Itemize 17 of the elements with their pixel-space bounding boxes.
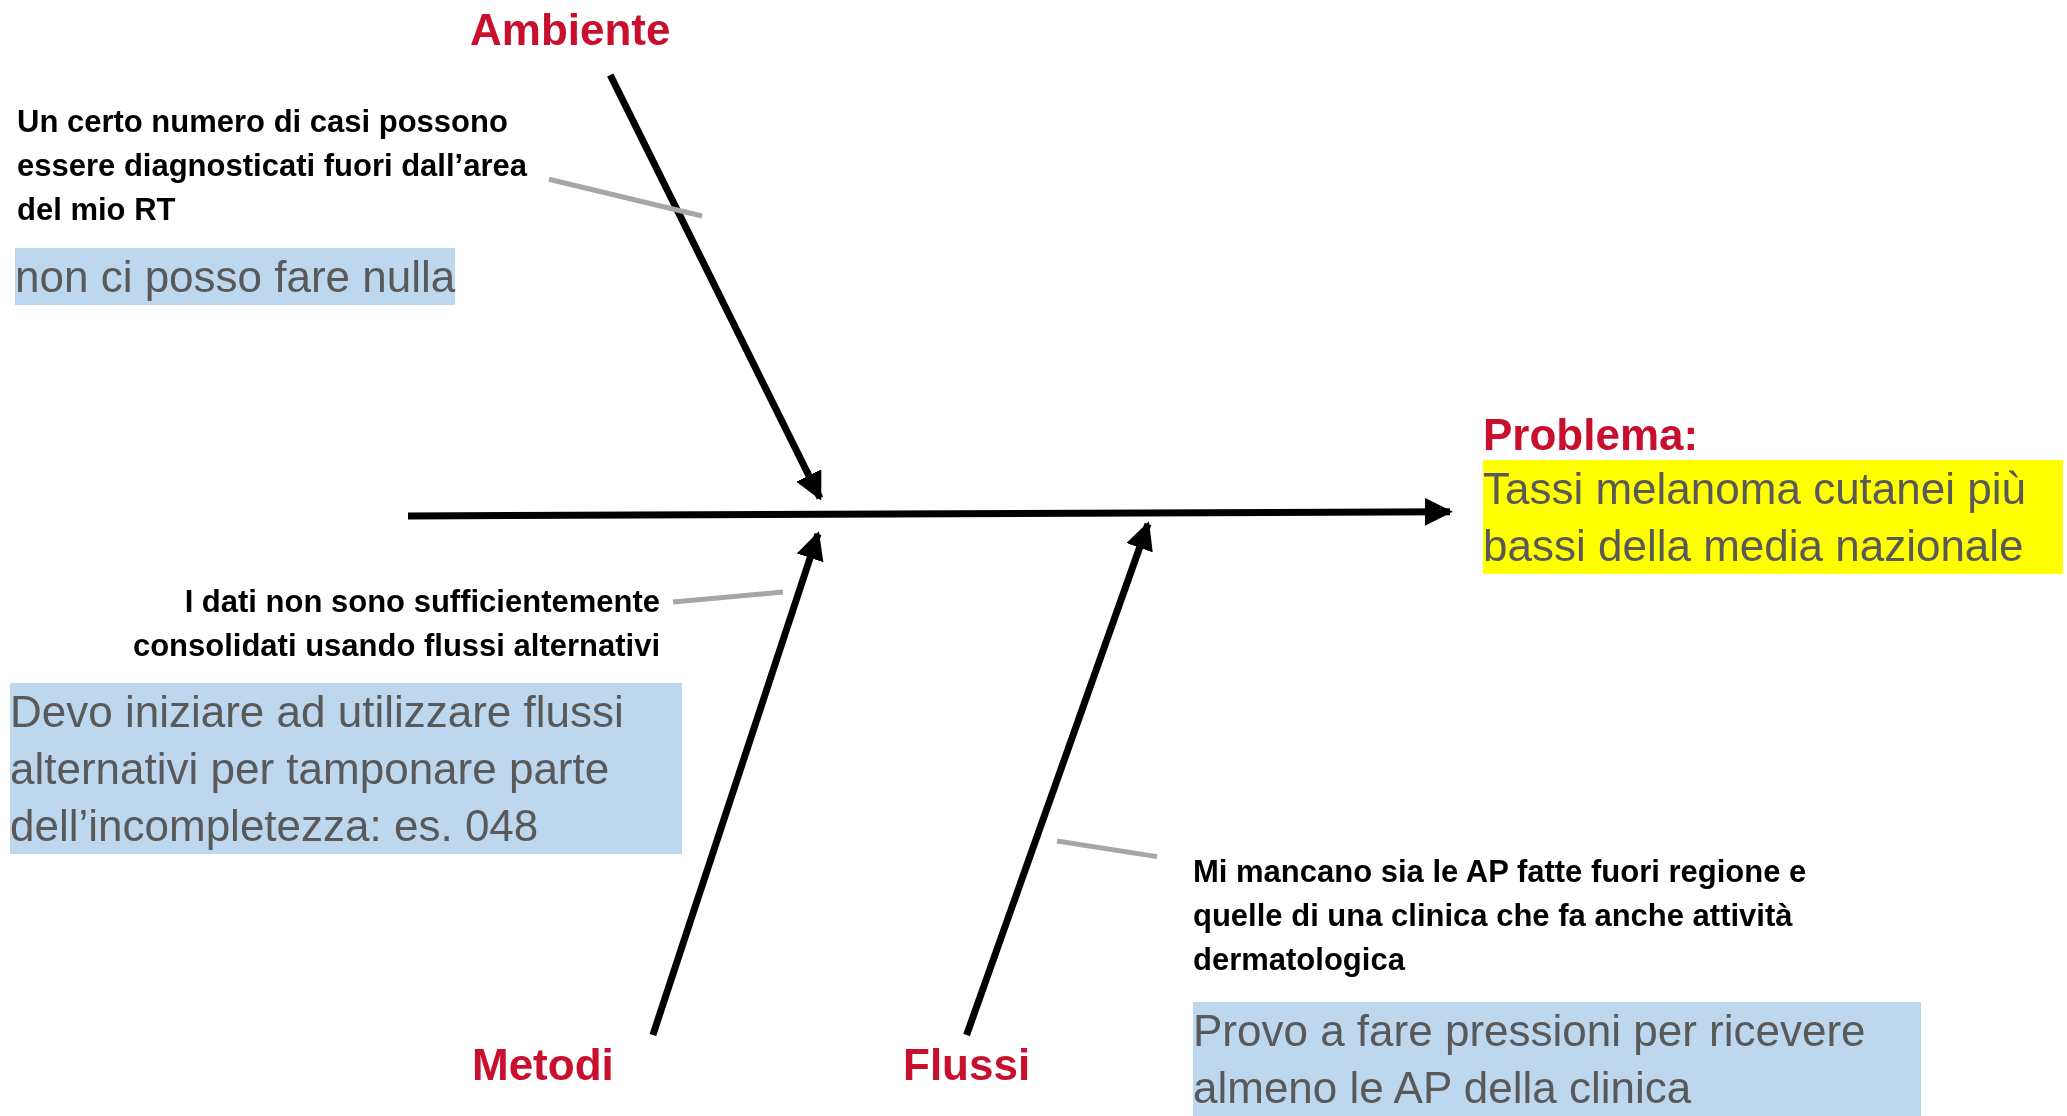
action-note: non ci posso fare nulla [15,248,456,305]
bone-arrow [963,521,1153,1037]
problem-heading: Problema: [1483,410,1699,460]
bone-arrow [607,73,824,501]
category-label: Metodi [472,1040,614,1090]
leader-line [548,176,703,219]
bone-arrow [649,531,824,1037]
cause-text: Mi mancano sia le AP fatte fuori regione e quelle di una clinica che fa anche attività dermatologica [1193,850,1813,982]
cause-text: Un certo numero di casi possono essere diagnosticati fuori dall’area del mio RT [17,100,537,232]
problem-statement: Tassi melanoma cutanei più bassi della media nazionale [1483,460,2063,574]
action-note: Devo iniziare ad utilizzare flussi alternativi per tamponare parte dell’incompletezza: es. 048 [10,683,682,854]
leader-line [672,589,784,605]
cause-text: I dati non sono sufficientemente consolidati usando flussi alternativi [20,580,660,668]
category-label: Flussi [903,1040,1031,1090]
category-label: Ambiente [470,5,671,55]
leader-line [1056,838,1158,860]
action-note: Provo a fare pressioni per ricevere almeno le AP della clinica [1193,1002,1921,1116]
